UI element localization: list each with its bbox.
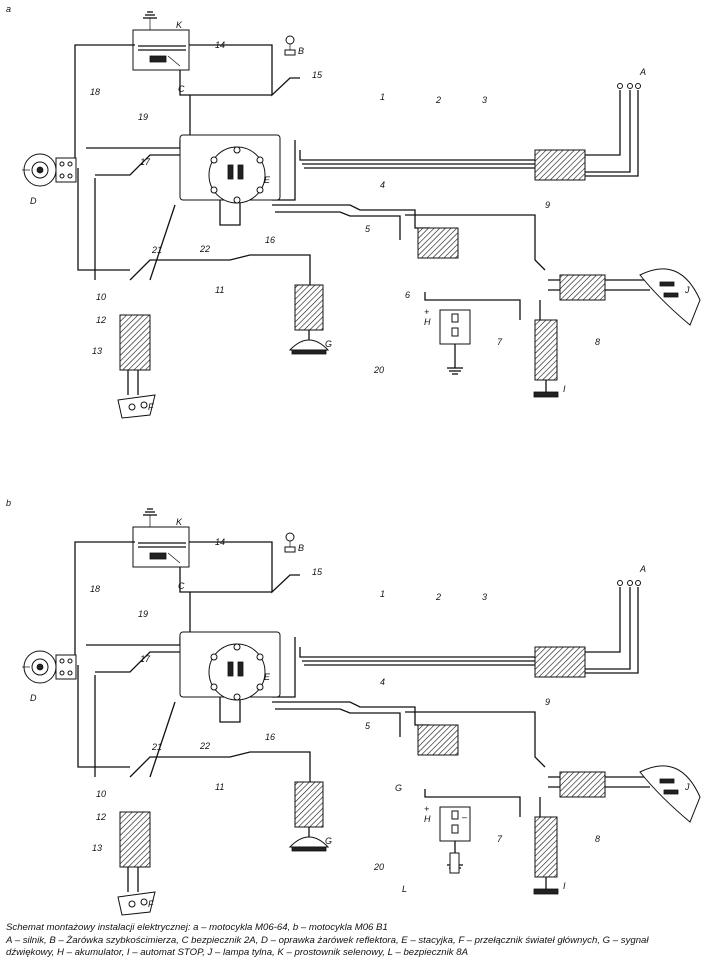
wire-number-21-a: 21 [151, 245, 162, 255]
caption-line-2: A – silnik, B – Żarówka szybkościmierza,… [6, 934, 649, 946]
wire-number-3-a: 3 [482, 95, 487, 105]
wire-number-7-a: 7 [497, 337, 503, 347]
wire-number-20-a: 20 [373, 365, 384, 375]
component-label-G-b: G [325, 836, 332, 846]
component-label-E-a: E [264, 175, 271, 185]
wire-number-2-b: 2 [435, 592, 441, 602]
component-label-I-a: I [563, 384, 566, 394]
wire-number-5-a: 5 [365, 224, 371, 234]
wire-number-14-a: 14 [215, 40, 225, 50]
wire-number-8-a: 8 [595, 337, 600, 347]
wire-number-18-a: 18 [90, 87, 100, 97]
wire-number-17-b: 17 [140, 654, 151, 664]
wire-number-6-a: 6 [405, 290, 410, 300]
panel-label-b: b [6, 498, 11, 508]
wire-number-8-b: 8 [595, 834, 600, 844]
component-label-G-a: G [325, 339, 332, 349]
wire-number-17-a: 17 [140, 157, 151, 167]
wire-number-3-b: 3 [482, 592, 487, 602]
component-label-B-b: B [298, 543, 304, 553]
component-label-K-b: K [176, 517, 183, 527]
wire-number-2-a: 2 [435, 95, 441, 105]
wire-number-10-a: 10 [96, 292, 106, 302]
wire-number-12-a: 12 [96, 315, 106, 325]
wire-number-16-b: 16 [265, 732, 275, 742]
fuse-l [449, 852, 460, 874]
wire-number-7-b: 7 [497, 834, 503, 844]
wire-number-14-b: 14 [215, 537, 225, 547]
wire-number-15-b: 15 [312, 567, 323, 577]
component-label-A-a: A [639, 67, 646, 77]
wire-number-16-a: 16 [265, 235, 275, 245]
component-label-E-b: E [264, 672, 271, 682]
component-label-A-b: A [639, 564, 646, 574]
wire-number-10-b: 10 [96, 789, 106, 799]
wire-number-11-a: 11 [215, 285, 224, 295]
caption-line-1: Schemat montażowy instalacji elektryczne… [6, 922, 388, 933]
wire-number-13-b: 13 [92, 843, 102, 853]
wire-number-9-b: 9 [545, 697, 550, 707]
wire-number-1-b: 1 [380, 589, 385, 599]
component-label-D-b: D [30, 693, 37, 703]
panel-b [21, 508, 701, 916]
battery-minus-b: – [461, 812, 468, 822]
wire-number-22-b: 22 [199, 741, 210, 751]
wire-number-9-a: 9 [545, 200, 550, 210]
component-label-D-a: D [30, 196, 37, 206]
wire-number-22-a: 22 [199, 244, 210, 254]
wire-number-19-a: 19 [138, 112, 148, 122]
component-label-I-b: I [563, 881, 566, 891]
wire-number-19-b: 19 [138, 609, 148, 619]
panel-label-a: a [6, 4, 11, 14]
component-label-H-b: H [424, 814, 431, 824]
component-label-F-a: F [148, 402, 154, 412]
battery-plus-a: + [424, 307, 429, 317]
panel-a [21, 11, 701, 419]
wire-number-18-b: 18 [90, 584, 100, 594]
figure-caption: Schemat montażowy instalacji elektryczne… [6, 922, 706, 960]
component-label-J-b: J [684, 782, 690, 792]
wire-number-5-b: 5 [365, 721, 371, 731]
wire-number-13-a: 13 [92, 346, 102, 356]
wire-number-1-a: 1 [380, 92, 385, 102]
wiring-diagram: a b 12345678910111213141516171819202122A… [6, 4, 701, 916]
component-label-L-b-extra: L [402, 884, 407, 894]
component-label-B-a: B [298, 46, 304, 56]
component-label-J-a: J [684, 285, 690, 295]
component-label-G-b-extra: G [395, 783, 402, 793]
wire-number-21-b: 21 [151, 742, 162, 752]
wire-number-20-b: 20 [373, 862, 384, 872]
component-label-K-a: K [176, 20, 183, 30]
component-label-H-a: H [424, 317, 431, 327]
wire-number-12-b: 12 [96, 812, 106, 822]
component-label-F-b: F [148, 899, 154, 909]
caption-line-3: dźwiękowy, H – akumulator, I – automat S… [6, 947, 468, 958]
wire-number-4-b: 4 [380, 677, 385, 687]
component-label-C-b: C [178, 581, 185, 591]
component-label-C-a: C [178, 84, 185, 94]
battery-plus-b: + [424, 804, 429, 814]
wire-number-15-a: 15 [312, 70, 323, 80]
wire-number-4-a: 4 [380, 180, 385, 190]
wire-number-11-b: 11 [215, 782, 224, 792]
